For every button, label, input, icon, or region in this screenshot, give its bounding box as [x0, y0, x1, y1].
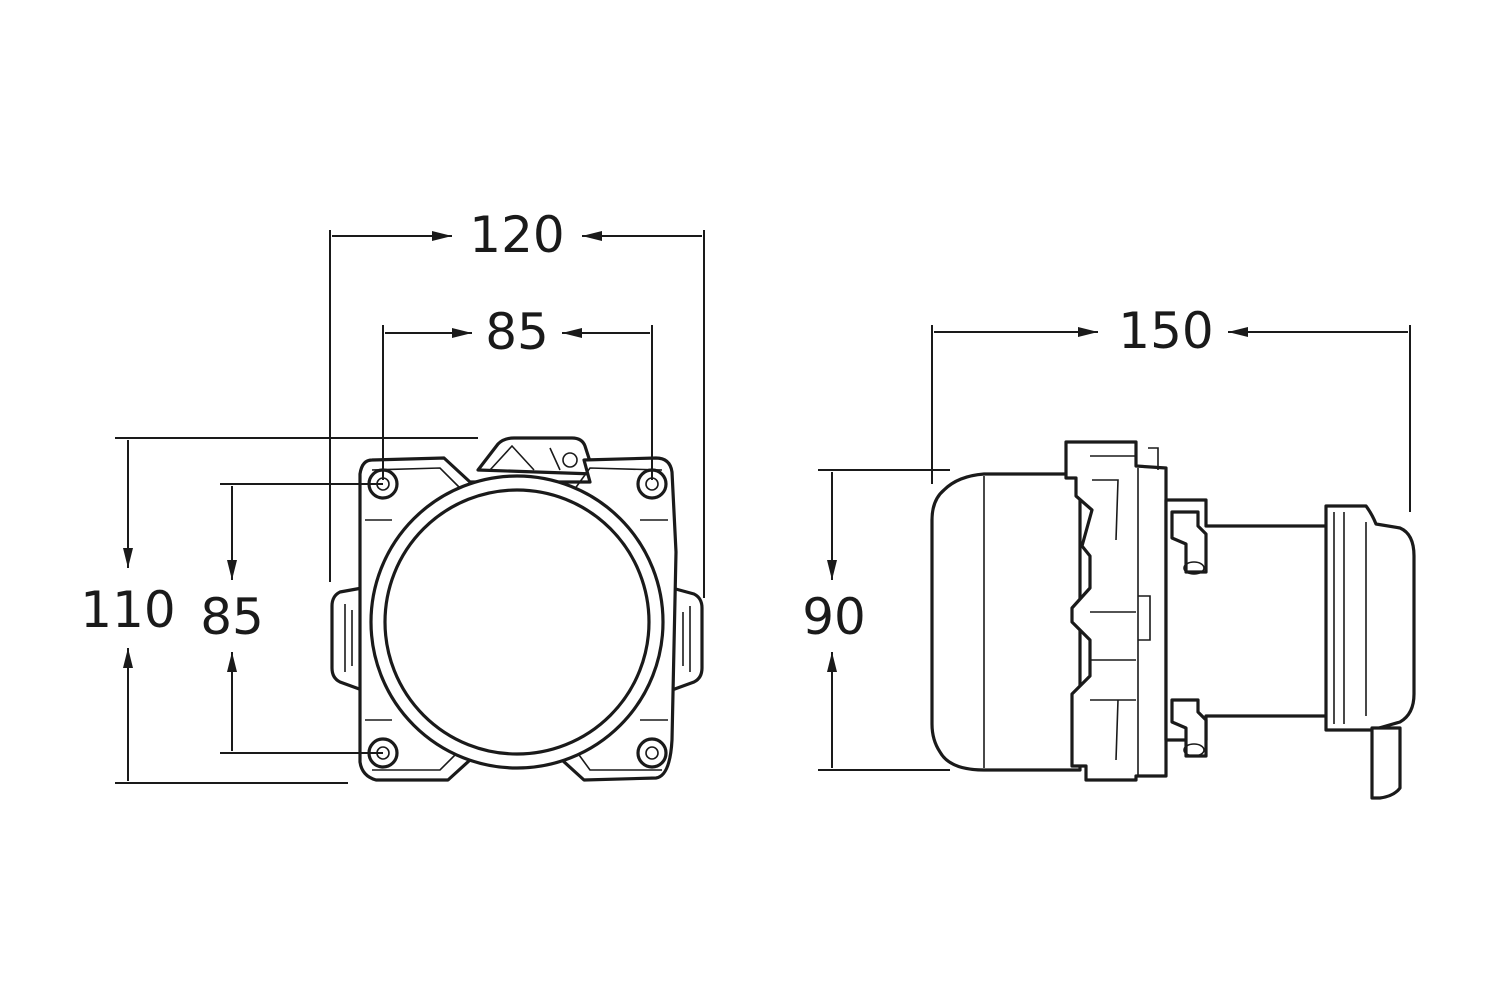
side-view: 150 90	[802, 302, 1416, 800]
left-tab	[330, 586, 364, 692]
lens-inner	[383, 488, 651, 756]
dim-front-width-outer: 120	[469, 206, 564, 264]
dim-front-width-holes: 85	[485, 303, 549, 361]
dim-side-length: 150	[1118, 302, 1213, 360]
dim-side-height: 90	[802, 588, 866, 646]
right-tab	[670, 586, 704, 692]
mount-hole-bottom-right	[636, 737, 668, 769]
side-housing	[930, 472, 1082, 772]
side-bracket	[1064, 440, 1168, 782]
connector-bottom	[1170, 698, 1208, 758]
lens-outer	[369, 474, 665, 770]
cable-exit	[1370, 726, 1402, 800]
connector-top	[1170, 510, 1208, 574]
dim-front-height-holes: 85	[200, 588, 264, 646]
side-rear-cap	[1324, 504, 1416, 732]
dim-front-height-outer: 110	[80, 581, 175, 639]
front-view: 120 85 110 85	[80, 206, 705, 784]
